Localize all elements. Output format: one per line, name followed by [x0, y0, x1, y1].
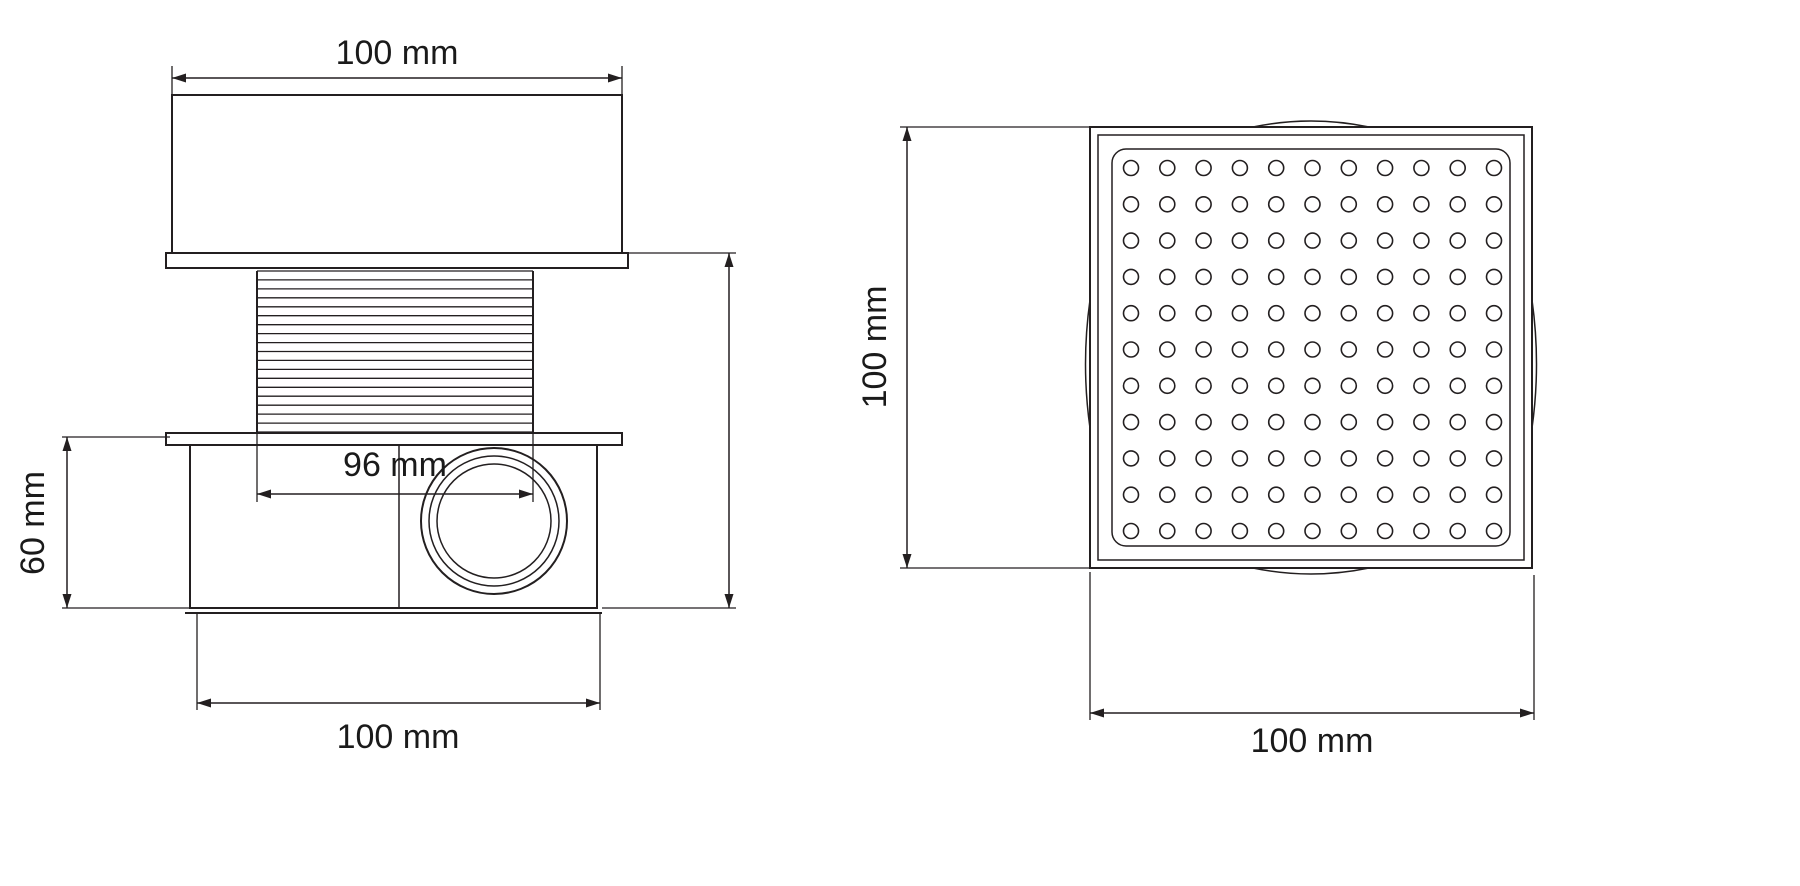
body-shell — [189, 444, 598, 609]
tab-right — [1531, 299, 1538, 429]
side-view: 100 mm 96 mm 60 mm — [14, 34, 736, 756]
height-adjuster — [256, 270, 534, 433]
top-view: 100 mm 100 mm — [856, 120, 1538, 760]
dim-grate-width: 100 mm — [1089, 572, 1535, 760]
outlet-outer-ring — [420, 447, 568, 595]
dim-grate-height: 100 mm — [856, 126, 1090, 569]
grate-frame-inner — [1097, 134, 1525, 561]
tab-top — [1252, 120, 1370, 128]
grate-face — [1111, 148, 1511, 547]
outlet-pipe — [420, 447, 568, 595]
drain-body — [185, 444, 602, 614]
outlet-middle-ring — [428, 455, 560, 587]
dim-adjuster-width-label: 96 mm — [343, 446, 447, 484]
mid-flange — [165, 432, 623, 446]
grate-holes — [1122, 159, 1503, 540]
outlet-inner-ring — [436, 463, 552, 579]
dim-base-width: 100 mm — [196, 613, 601, 756]
dim-overall-height-line — [602, 252, 736, 609]
dim-top-width: 100 mm — [171, 34, 623, 95]
dim-body-height: 60 mm — [14, 436, 192, 609]
cap-flange — [165, 252, 629, 269]
dim-body-height-label: 60 mm — [14, 471, 52, 575]
tab-left — [1084, 299, 1091, 429]
tab-bottom — [1252, 567, 1370, 575]
dim-top-width-label: 100 mm — [336, 34, 459, 72]
grate-cap-side — [171, 94, 623, 254]
dim-grate-width-label: 100 mm — [1251, 722, 1374, 760]
dim-base-width-label: 100 mm — [337, 718, 460, 756]
dim-grate-height-label: 100 mm — [856, 286, 894, 409]
dim-adjuster-width: 96 mm — [256, 432, 534, 502]
grate-frame-outer — [1089, 126, 1533, 569]
adjuster-thread-ridges — [257, 270, 533, 433]
